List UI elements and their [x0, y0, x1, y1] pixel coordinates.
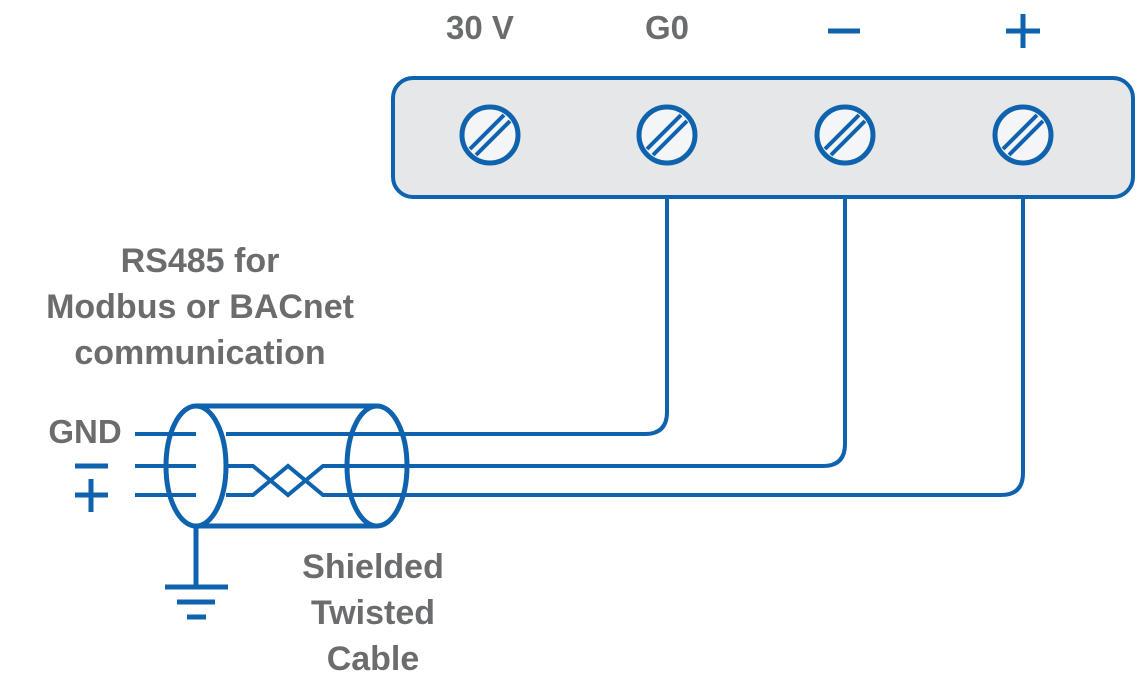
shielded-cable-caption: Shielded Twisted Cable: [175, 544, 571, 682]
rs485-line3: communication: [74, 334, 326, 372]
wire-plus: [135, 197, 1025, 497]
cable-caption-line1: Shielded: [302, 548, 444, 586]
terminal-block: [391, 76, 1135, 199]
cable-plus-label-icon: [75, 479, 108, 512]
terminal-g0-label: G0: [644, 9, 690, 46]
cable-caption-line3: Cable: [326, 640, 420, 678]
wire-gnd-to-g0: [135, 197, 669, 436]
screw-terminal-30v: [459, 104, 521, 166]
rs485-line1: RS485 for: [120, 242, 280, 280]
terminal-block-body: [391, 76, 1135, 199]
screw-terminal-g0: [636, 104, 698, 166]
earth-ground-icon: [165, 526, 228, 620]
gnd-label: GND: [48, 413, 122, 450]
screw-terminal-plus: [992, 104, 1054, 166]
terminal-plus-label-icon: [1006, 14, 1040, 48]
rs485-annotation: RS485 for Modbus or BACnet communication: [2, 238, 398, 376]
cable-caption-line2: Twisted: [310, 594, 436, 632]
cable-shield-cylinder: [163, 403, 410, 529]
screw-terminal-minus: [814, 104, 876, 166]
terminal-30v-label: 30 V: [446, 9, 514, 46]
rs485-line2: Modbus or BACnet: [46, 288, 354, 326]
